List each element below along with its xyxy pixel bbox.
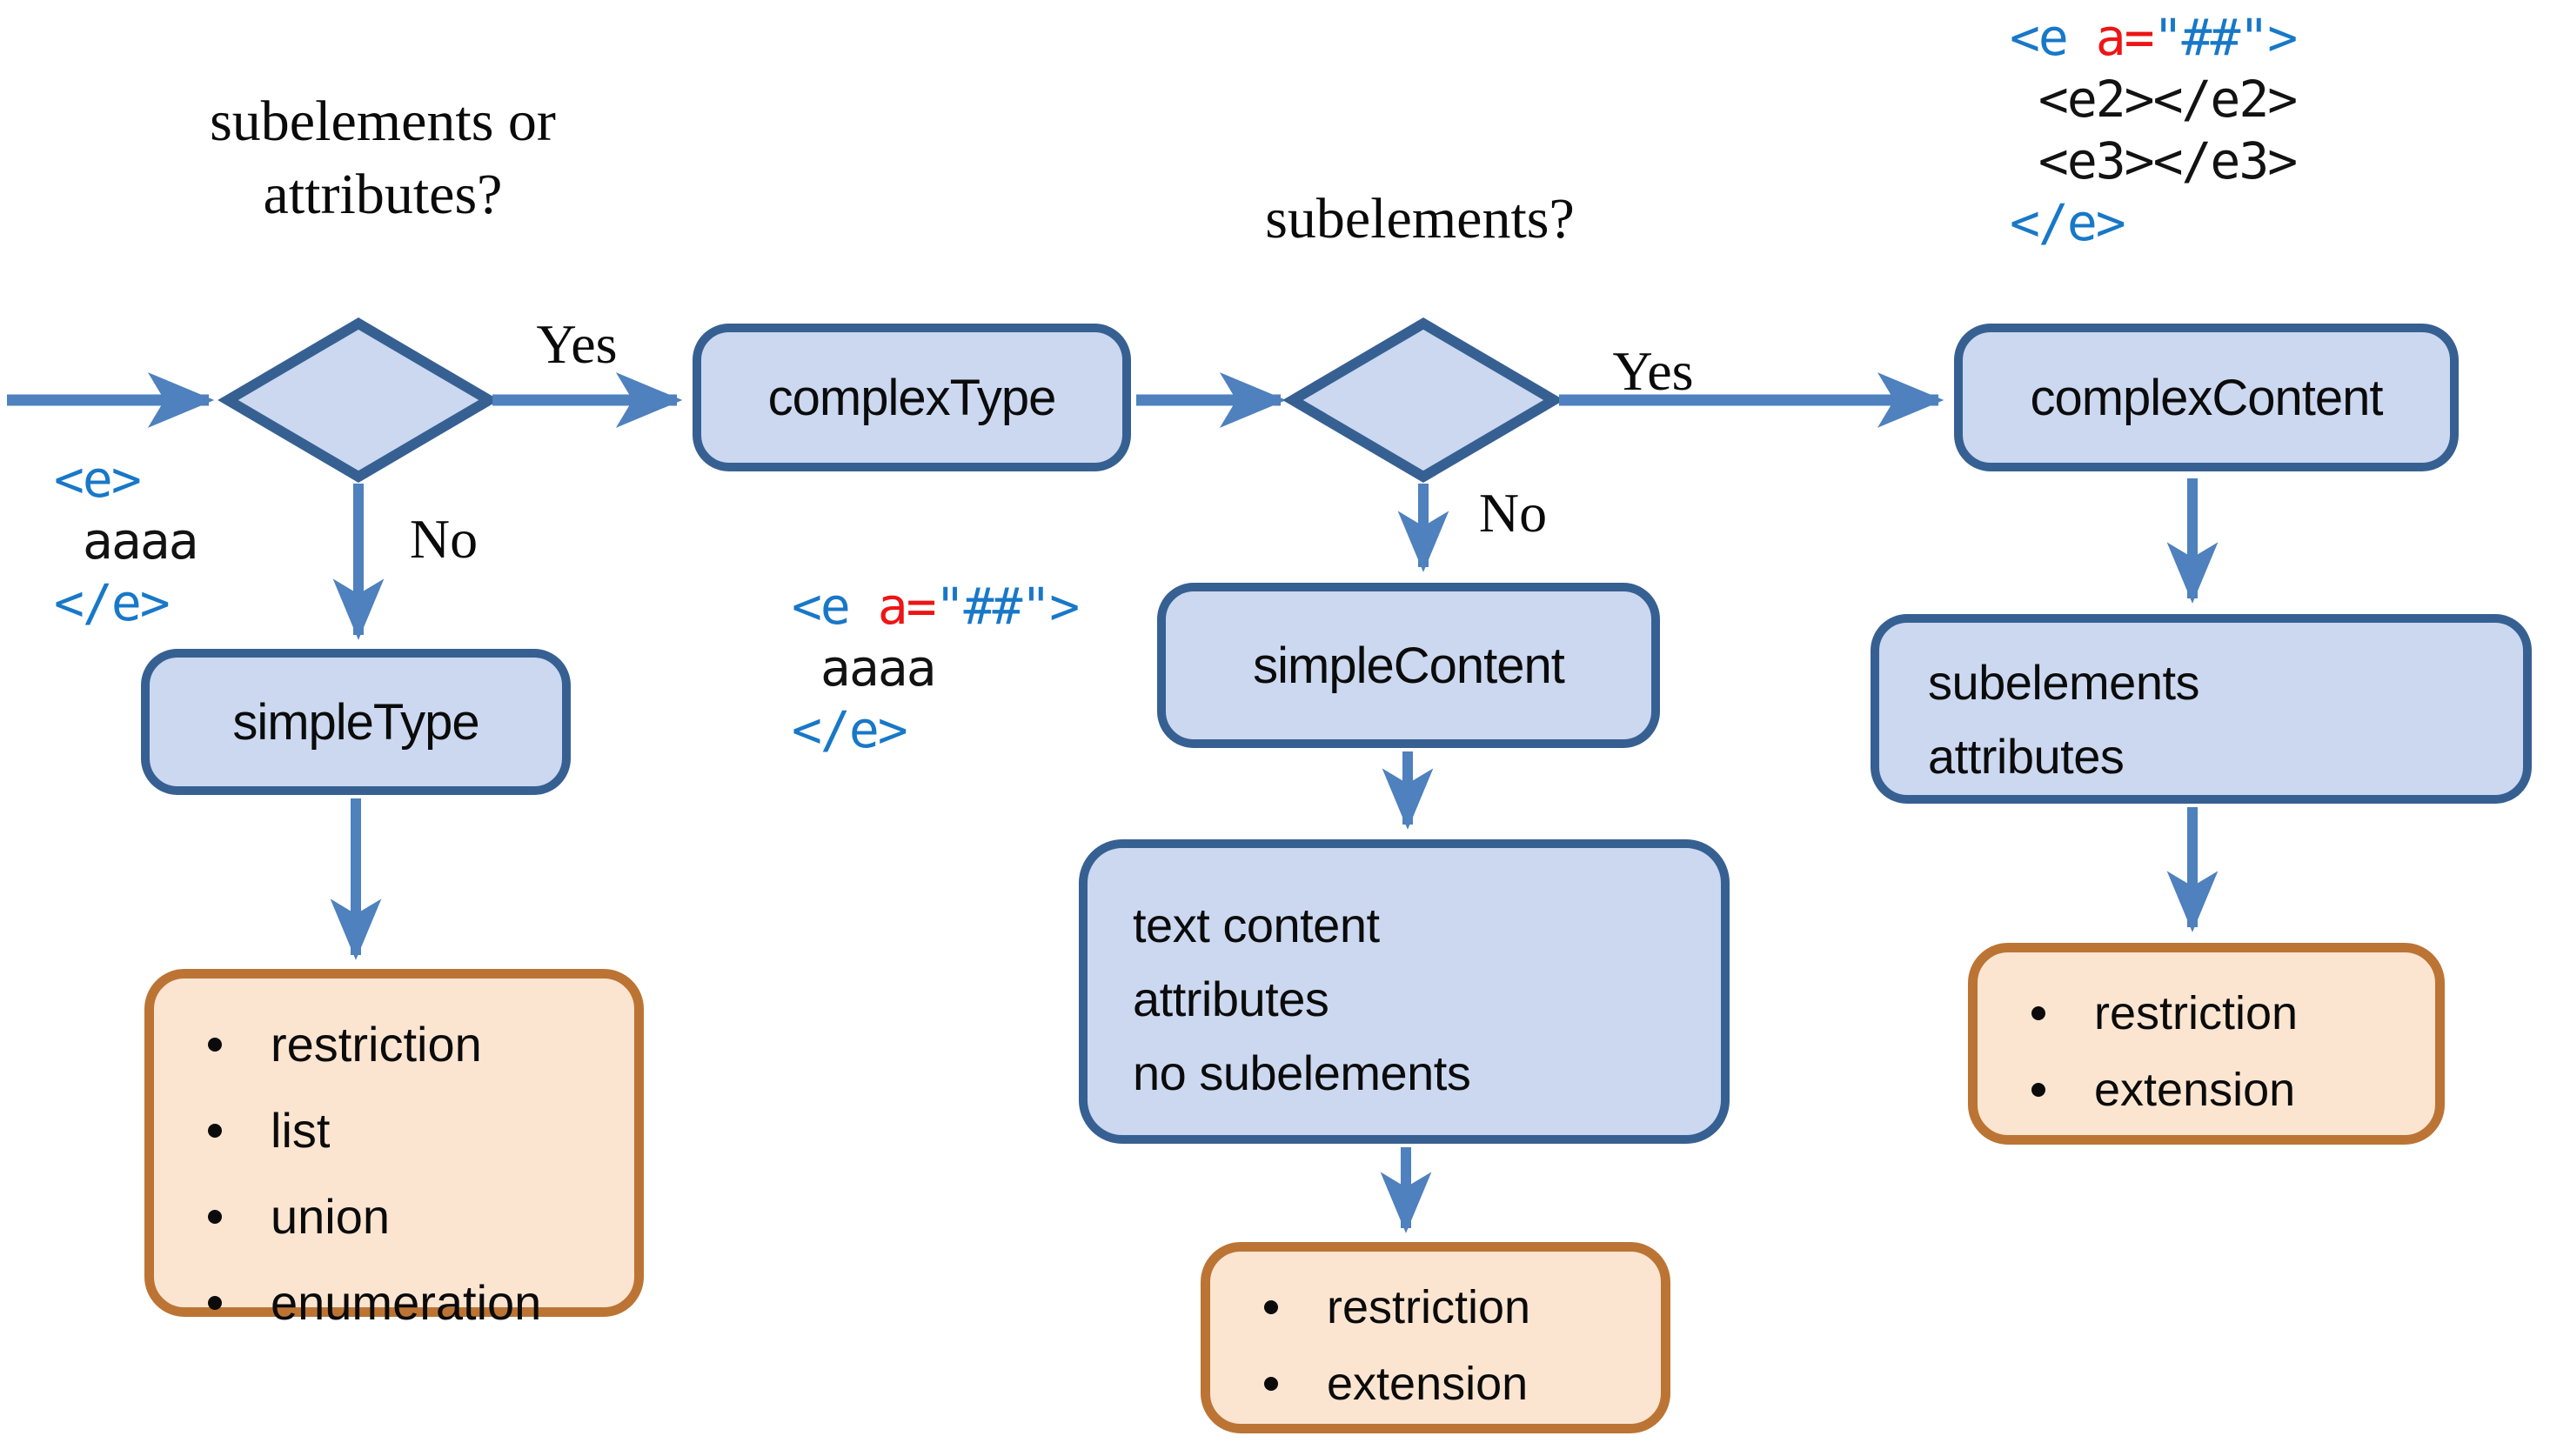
options-complexcontent: restriction extension [1968, 943, 2445, 1145]
label-yes-1: Yes [536, 313, 618, 375]
bullet-label: restriction [1327, 1281, 1531, 1333]
question-subelements-or-attributes: subelements or attributes? [210, 85, 556, 231]
bullet-icon [208, 1037, 222, 1052]
code-line: <e2></e2> [2010, 69, 2298, 130]
code-line: aaaa [792, 638, 1078, 699]
code-line: </e> [2010, 192, 2296, 254]
node-simplecontent-result: text content attributes no subelements [1079, 839, 1730, 1144]
bullet-label: list [271, 1103, 331, 1158]
code-token-tag: <e> [54, 450, 142, 509]
decision-diamond-2 [1282, 317, 1564, 483]
bullet-item: extension [1210, 1346, 1661, 1422]
code-line: <e3></e3> [2010, 130, 2298, 192]
label-no-1: No [409, 508, 479, 570]
text-line: subelements [1928, 655, 2200, 710]
text-line: attributes? [263, 163, 503, 226]
code-token-text: <e3></e3> [2010, 131, 2298, 190]
bullet-icon [208, 1123, 222, 1138]
bullet-label: union [271, 1189, 391, 1244]
label-no-2: No [1478, 482, 1548, 544]
options-simplecontent: restriction extension [1201, 1242, 1670, 1433]
code-token-attr: a= [877, 577, 937, 636]
bullet-item: restriction [154, 1001, 634, 1087]
code-sample-element-with-attribute: <e a="##"> aaaa</e> [792, 576, 1081, 761]
bullet-label: restriction [2094, 987, 2299, 1039]
bullet-label: restriction [271, 1017, 482, 1072]
bullet-label: enumeration [271, 1275, 542, 1330]
code-token-tag: </e> [792, 700, 908, 759]
bullet-label: extension [2094, 1064, 2296, 1116]
decision-diamond-1 [218, 317, 499, 483]
node-simplecontent: simpleContent [1157, 583, 1660, 748]
options-simpletype: restriction list union enumeration [144, 969, 644, 1330]
code-line: <e> [54, 449, 197, 511]
code-line: </e> [54, 572, 197, 634]
code-token-tag: <e [2010, 8, 2096, 67]
bullet-item: restriction [1210, 1269, 1661, 1346]
code-token-text: <e2></e2> [2010, 70, 2298, 129]
label-yes-2: Yes [1612, 340, 1694, 402]
bullet-icon [2031, 1083, 2045, 1097]
node-complexcontent-label: complexContent [2030, 369, 2383, 426]
bullet-icon [1264, 1377, 1278, 1391]
node-simpletype-label: simpleType [232, 693, 479, 751]
code-line: <e a="##"> [792, 576, 1081, 638]
code-token-tag: </e> [2010, 193, 2126, 252]
code-sample-element-with-children: <e a="##"> <e2></e2> <e3></e3></e> [2010, 7, 2299, 254]
bullet-icon [208, 1209, 222, 1224]
code-line: <e a="##"> [2010, 7, 2299, 69]
code-token-text: aaaa [792, 638, 937, 698]
bullet-label: extension [1327, 1358, 1529, 1410]
code-sample-simple-element: <e> aaaa</e> [54, 449, 199, 634]
node-complexcontent: complexContent [1954, 324, 2459, 471]
text-line: subelements or [210, 90, 556, 153]
bullet-icon [208, 1295, 222, 1310]
text-line: attributes [1133, 972, 1329, 1026]
code-line: aaaa [54, 511, 199, 572]
code-token-tag: <e [792, 577, 878, 636]
bullet-item: enumeration [154, 1259, 634, 1346]
bullet-item: restriction [1978, 975, 2435, 1052]
text-line: attributes [1928, 729, 2125, 784]
code-token-tag: "##"> [934, 577, 1081, 636]
bullet-item: list [154, 1087, 634, 1173]
node-complexcontent-result: subelements attributes [1871, 614, 2532, 804]
bullet-icon [2031, 1006, 2045, 1020]
bullet-item: union [154, 1173, 634, 1259]
node-simpletype: simpleType [141, 649, 571, 795]
text-line: no subelements [1133, 1045, 1471, 1100]
code-line: </e> [792, 699, 1078, 761]
question-subelements: subelements? [1265, 187, 1575, 250]
code-token-tag: </e> [54, 573, 171, 632]
bullet-item: extension [1978, 1052, 2435, 1128]
node-complextype-label: complexType [767, 369, 1057, 426]
code-token-attr: a= [2095, 8, 2155, 67]
node-simplecontent-label: simpleContent [1253, 637, 1565, 694]
bullet-icon [1264, 1300, 1278, 1314]
code-token-text: aaaa [54, 511, 199, 571]
text-line: text content [1133, 898, 1380, 952]
code-token-tag: "##"> [2152, 8, 2299, 67]
node-complextype: complexType [693, 324, 1131, 471]
